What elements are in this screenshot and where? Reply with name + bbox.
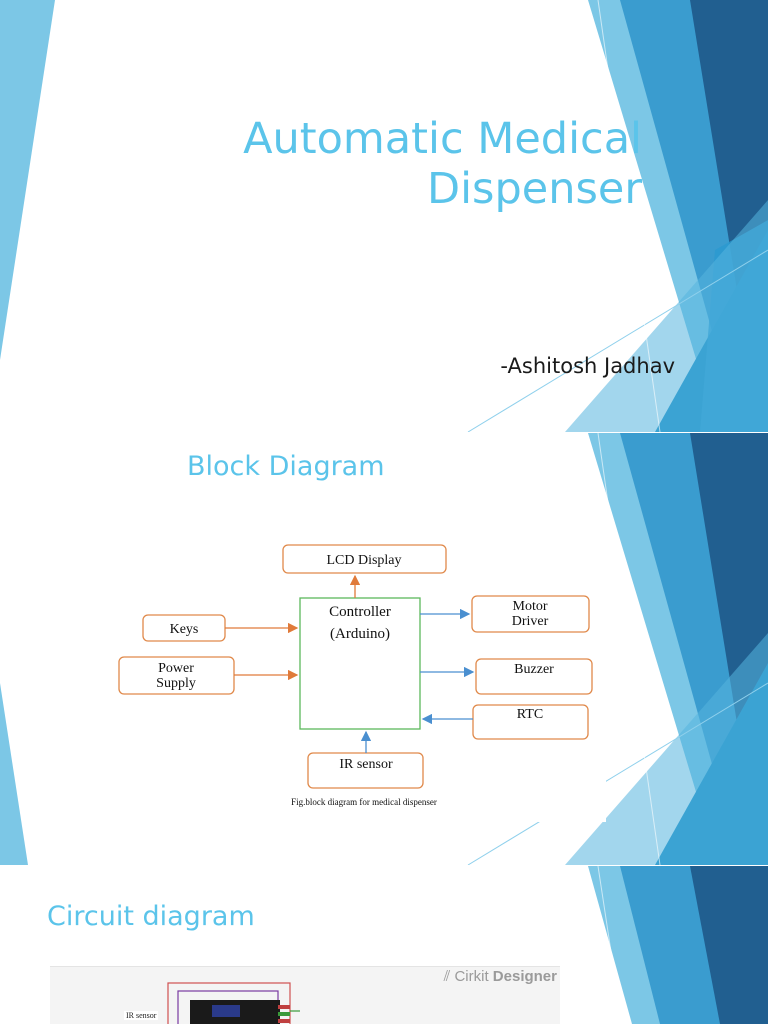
cirkit-logo-icon: ⫽ <box>443 968 451 985</box>
svg-text:Keys: Keys <box>170 622 199 637</box>
svg-text:Driver: Driver <box>512 614 549 629</box>
slide-circuit-diagram: Circuit diagram ⫽ Cirkit Designer IR sen… <box>0 866 768 1024</box>
block-rtc: RTC <box>472 704 589 740</box>
slide-title-circuit-diagram: Circuit diagram <box>47 901 255 932</box>
slide-background <box>0 433 768 865</box>
slide-background <box>0 0 768 432</box>
title-line-2: Dispenser <box>427 164 642 214</box>
circuit-diagram-image: ⫽ Cirkit Designer IR sensor <box>50 966 560 1024</box>
block-power-supply: Power Supply <box>118 656 235 695</box>
diagram-caption: Fig.block diagram for medical dispenser <box>291 797 437 807</box>
svg-text:IR sensor: IR sensor <box>339 757 393 772</box>
slide-background <box>588 866 768 1024</box>
cirkit-designer-logo: ⫽ Cirkit Designer <box>443 968 557 985</box>
svg-text:Power: Power <box>158 661 194 676</box>
block-motor-driver: Motor Driver <box>471 595 590 633</box>
block-controller: Controller (Arduino) <box>299 597 421 730</box>
author-name: -Ashitosh Jadhav <box>500 354 675 378</box>
block-buzzer: Buzzer <box>475 658 593 695</box>
svg-text:Motor: Motor <box>513 599 548 614</box>
svg-text:Controller: Controller <box>329 604 391 620</box>
svg-text:LCD Display: LCD Display <box>326 553 401 568</box>
svg-text:Supply: Supply <box>156 676 196 691</box>
slide-title: Automatic Medical Dispenser -Ashitosh Ja… <box>0 0 768 432</box>
slide-block-diagram: Block Diagram LCD Display Controller (Ar… <box>0 433 768 865</box>
svg-text:(Arduino): (Arduino) <box>330 626 390 642</box>
presentation-title: Automatic Medical Dispenser <box>243 114 642 214</box>
circuit-wiring <box>167 982 300 1024</box>
block-keys: Keys <box>142 614 226 642</box>
block-diagram: LCD Display Controller (Arduino) Keys Po… <box>112 532 606 822</box>
slide-title-block-diagram: Block Diagram <box>187 451 385 482</box>
svg-text:Buzzer: Buzzer <box>514 662 554 677</box>
ir-sensor-label: IR sensor <box>124 1011 159 1020</box>
svg-text:RTC: RTC <box>517 707 543 722</box>
block-ir-sensor: IR sensor <box>307 752 424 789</box>
title-line-1: Automatic Medical <box>243 114 642 164</box>
block-lcd-display: LCD Display <box>282 544 447 574</box>
